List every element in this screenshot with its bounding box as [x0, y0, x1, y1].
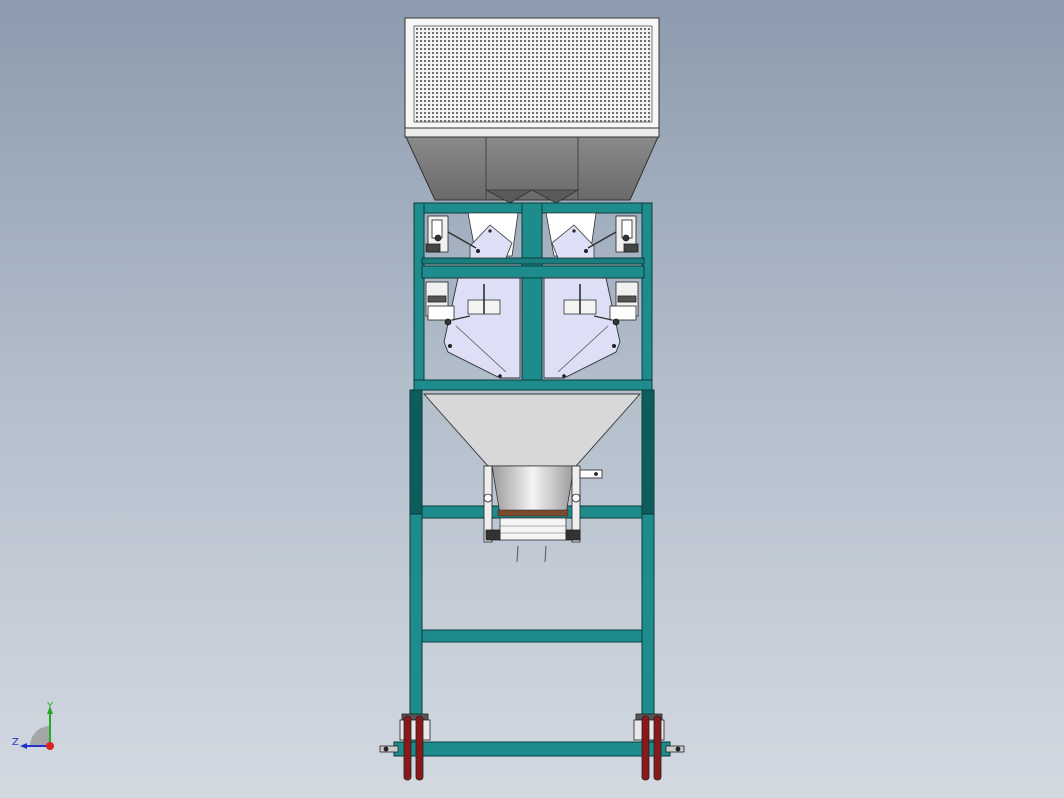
- upper-hopper: [405, 136, 659, 204]
- caster-right: [633, 713, 685, 781]
- upper-frame: [413, 202, 653, 391]
- load-cells: [425, 281, 639, 326]
- y-axis-label: Y: [46, 701, 54, 712]
- bag-clamps: [483, 465, 603, 543]
- triad-quadrant-icon: [30, 726, 50, 746]
- weighing-buckets: [443, 277, 621, 379]
- caster-left: [379, 713, 431, 781]
- top-mesh-box: [404, 17, 660, 138]
- feed-chutes: [467, 212, 597, 259]
- upper-actuators: [425, 215, 639, 253]
- x-axis-dot: [46, 742, 54, 750]
- z-axis-label: Z: [12, 737, 19, 748]
- lower-frame: [393, 389, 671, 757]
